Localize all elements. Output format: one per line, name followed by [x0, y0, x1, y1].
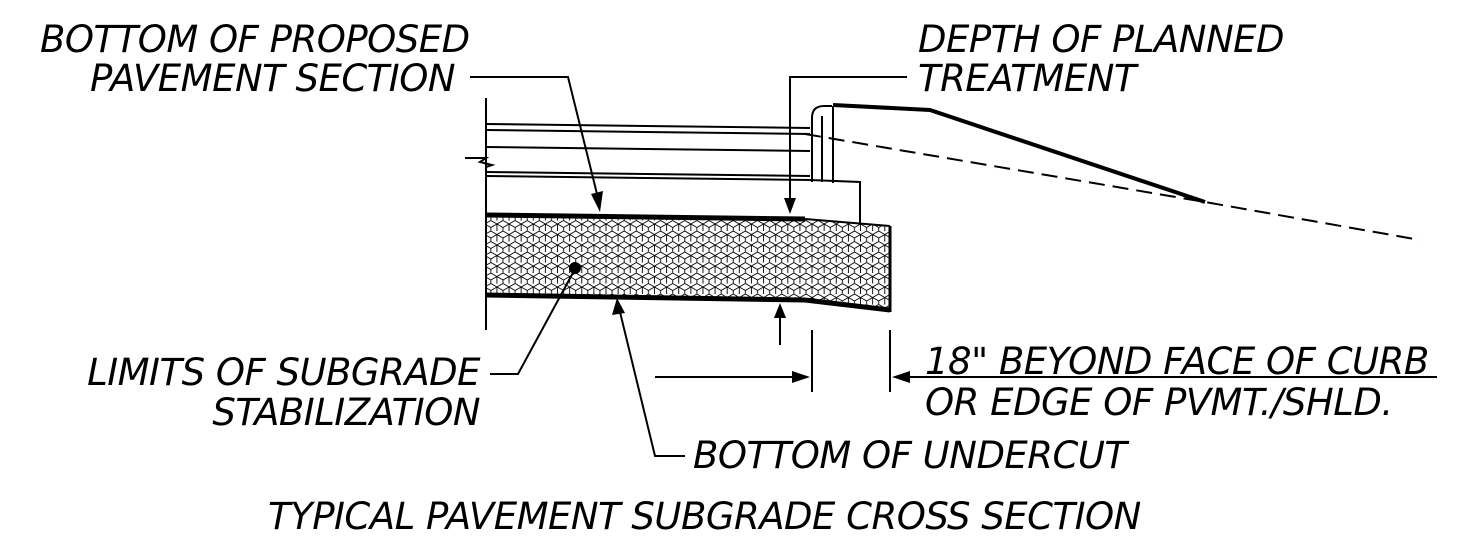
label-limits-of-subgrade-2: STABILIZATION [212, 391, 480, 434]
drawing-title: TYPICAL PAVEMENT SUBGRADE CROSS SECTION [268, 495, 1141, 538]
dimension-18-inches [655, 330, 1437, 392]
leader-bottom-of-proposed [470, 76, 603, 212]
label-bottom-of-proposed-1: BOTTOM OF PROPOSED [40, 18, 470, 61]
label-bottom-of-proposed-2: PAVEMENT SECTION [90, 57, 455, 100]
leader-bottom-of-undercut [612, 298, 685, 457]
label-bottom-of-undercut: BOTTOM OF UNDERCUT [693, 434, 1127, 477]
shoulder-slope-line [832, 103, 1206, 204]
label-18-beyond-1: 18" BEYOND FACE OF CURB [925, 340, 1429, 383]
label-limits-of-subgrade-1: LIMITS OF SUBGRADE [87, 351, 480, 394]
subgrade-stabilization-zone [485, 212, 892, 313]
leader-depth-of-treatment [774, 76, 907, 345]
leader-limits-of-stabilization [490, 262, 581, 375]
label-18-beyond-2: OR EDGE OF PVMT./SHLD. [925, 381, 1393, 424]
label-depth-of-treatment-2: TREATMENT [918, 57, 1137, 100]
pavement-section [465, 98, 861, 330]
bottom-of-pavement-line [485, 212, 806, 222]
curb [811, 105, 834, 183]
bottom-of-undercut-line [485, 292, 806, 303]
existing-ground-line [804, 133, 1421, 241]
label-depth-of-treatment-1: DEPTH OF PLANNED [918, 18, 1285, 61]
